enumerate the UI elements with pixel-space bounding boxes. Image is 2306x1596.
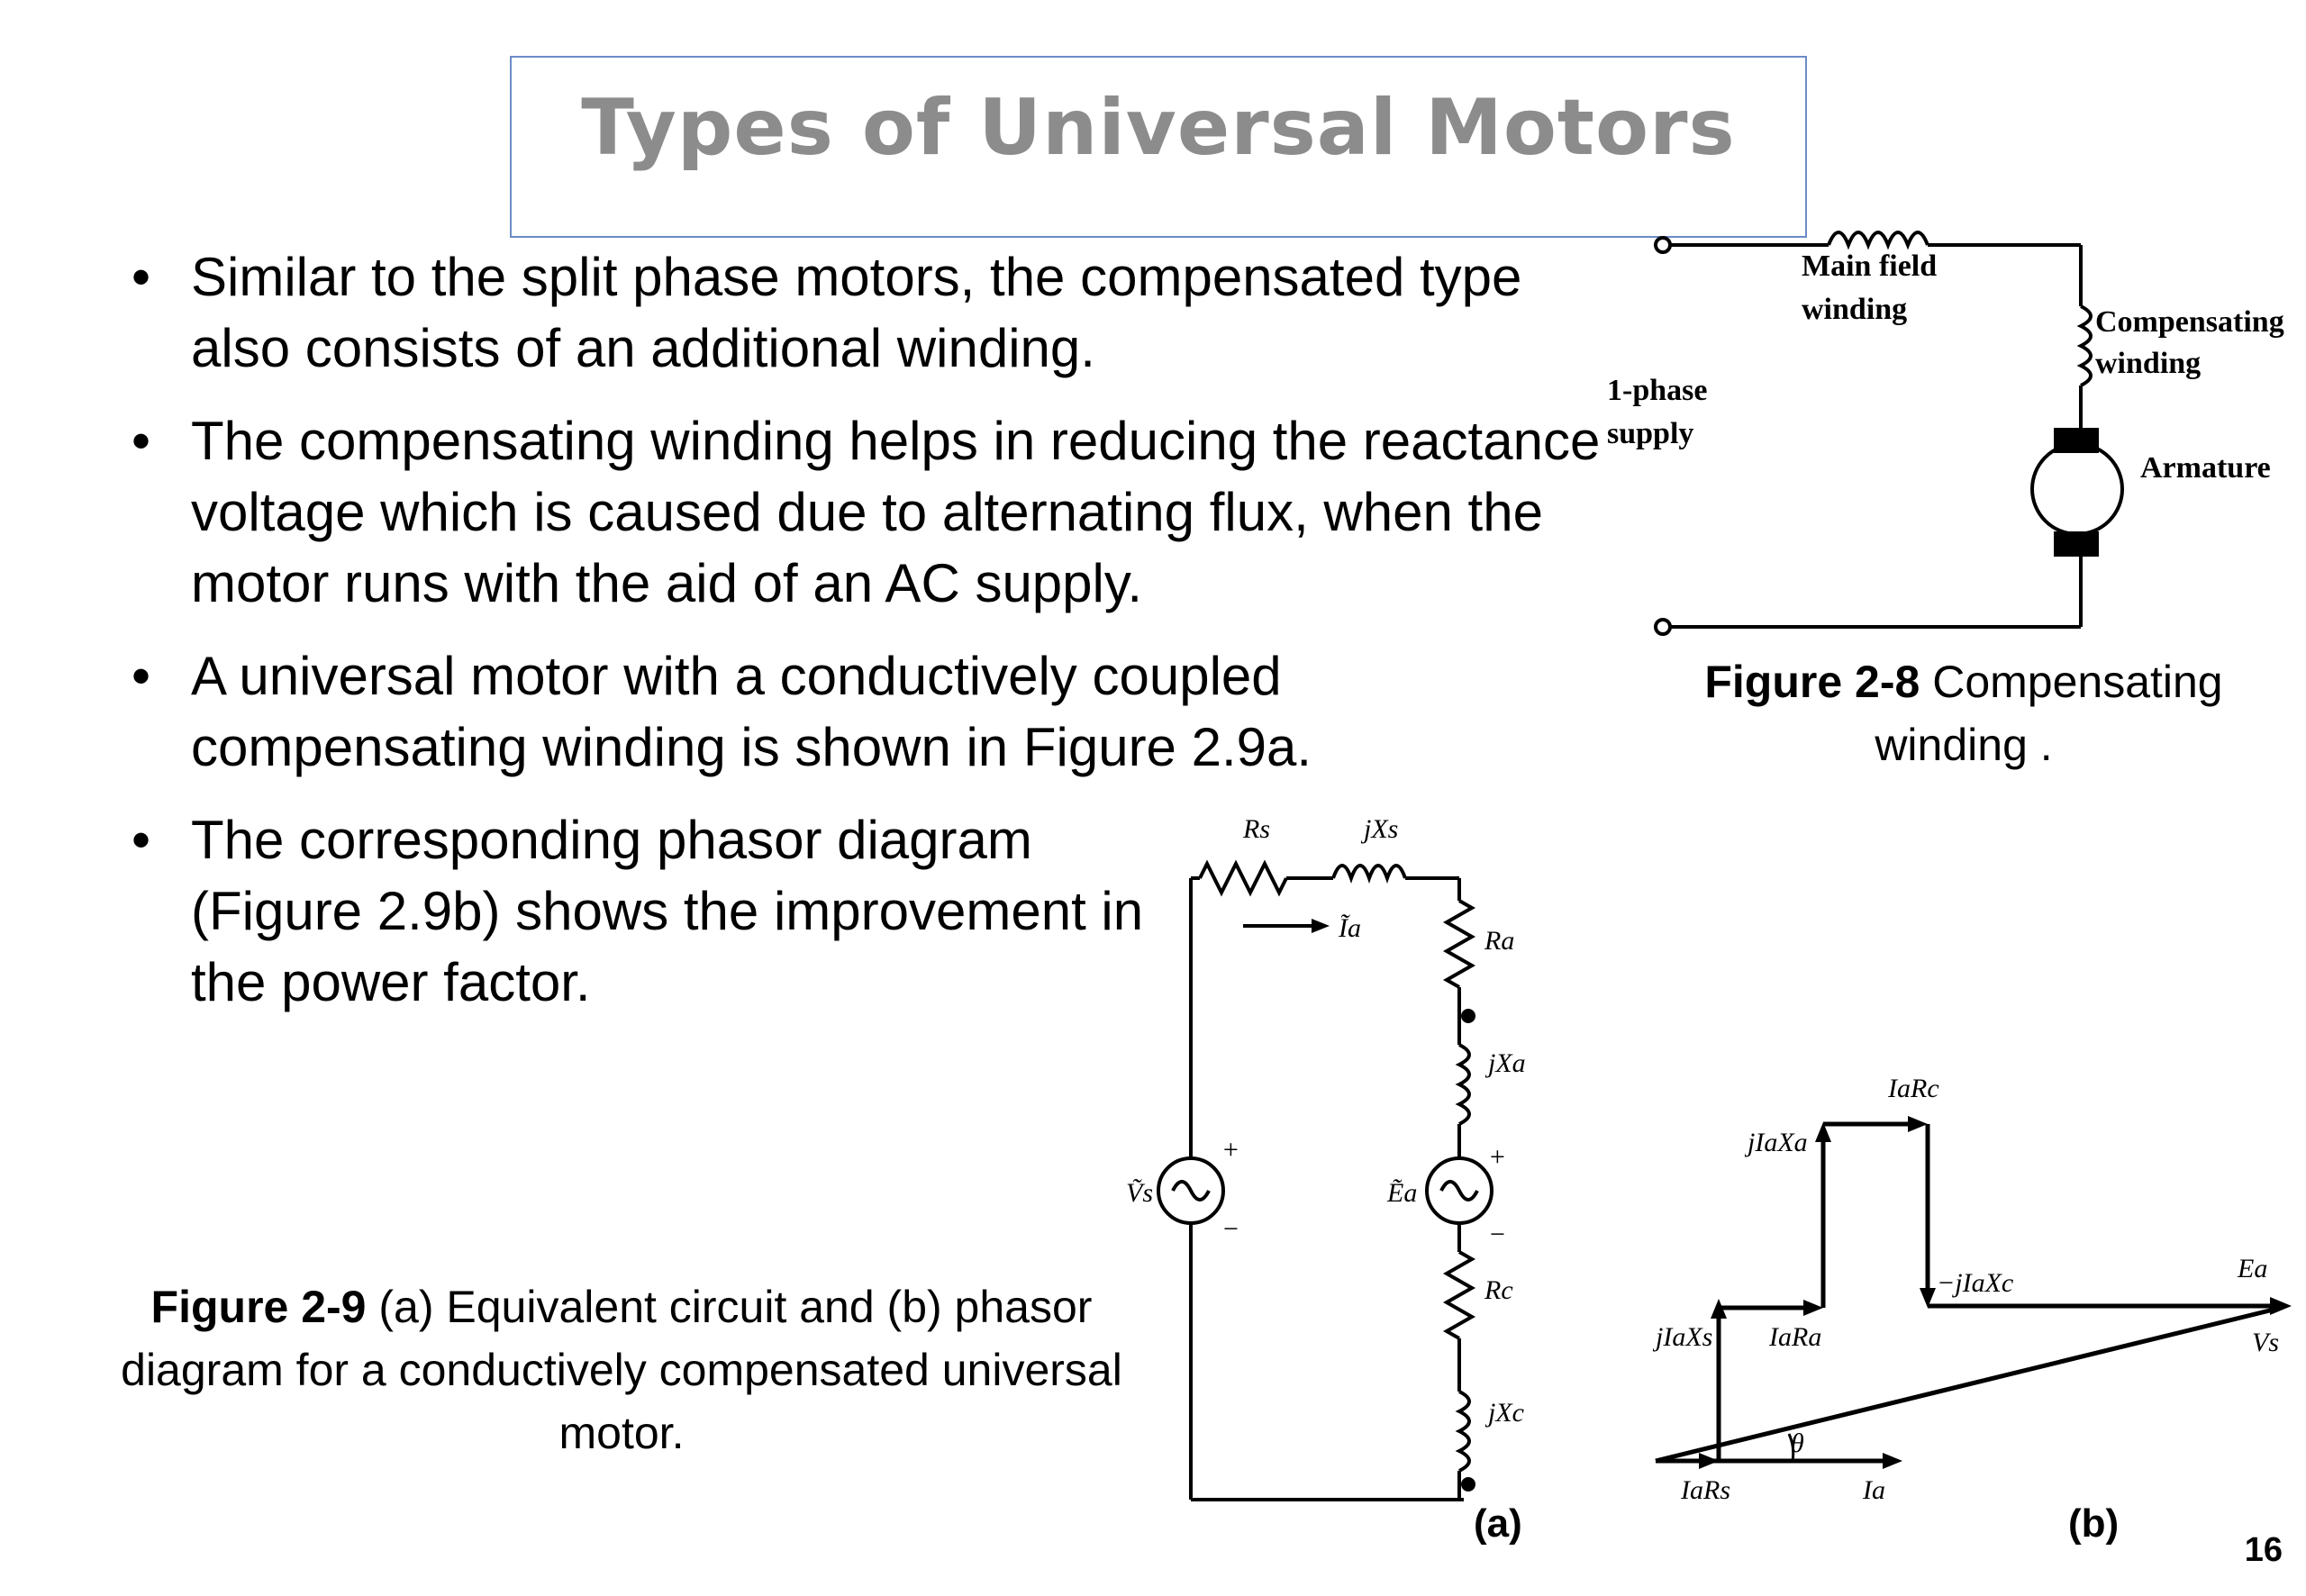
bullet-item: A universal motor with a conductively co…: [126, 640, 1542, 783]
panel-b-label: (b): [2068, 1501, 2119, 1546]
vs-phasor-label: Vs: [2252, 1328, 2279, 1357]
jxc-label: jXc: [1484, 1398, 1524, 1428]
main-field-label-2: winding: [1802, 293, 1907, 326]
bullet-item: The corresponding phasor diagram (Figure…: [126, 804, 1182, 1018]
theta-label: θ: [1791, 1428, 1804, 1458]
vs-plus-sign: +: [1221, 1135, 1239, 1165]
ea-source-label: Ẽa: [1386, 1178, 1417, 1208]
bullet-item: The compensating winding helps in reduci…: [126, 405, 1668, 619]
bullet-item: Similar to the split phase motors, the c…: [126, 241, 1542, 384]
ea-plus-sign: +: [1488, 1142, 1506, 1172]
vs-minus-sign: −: [1221, 1214, 1239, 1244]
page-number: 16: [2244, 1531, 2283, 1569]
jiaxa-label: jIaXa: [1744, 1128, 1808, 1157]
vs-source-label: Ṽs: [1126, 1178, 1153, 1208]
bullet-list: Similar to the split phase motors, the c…: [126, 241, 1603, 1039]
compensating-label-1: Compensating: [2095, 305, 2284, 339]
figure-2-9-label: Figure 2-9: [150, 1282, 367, 1332]
rc-label: Rc: [1484, 1275, 1513, 1305]
ea-minus-sign: −: [1488, 1220, 1506, 1249]
ea-phasor-label: Ea: [2237, 1254, 2267, 1283]
jiaxs-label: jIaXs: [1652, 1322, 1712, 1352]
compensating-label-2: winding: [2095, 347, 2201, 380]
neg-jiaxc-label: −jIaXc: [1937, 1268, 2013, 1298]
ia-phasor-label: Ia: [1862, 1475, 1885, 1505]
main-field-label-1: Main field: [1802, 249, 1937, 283]
iars-label: IaRs: [1680, 1475, 1730, 1505]
slide-title: Types of Universal Motors: [581, 83, 1736, 173]
figure-2-9-caption: Figure 2-9 (a) Equivalent circuit and (b…: [117, 1275, 1126, 1465]
armature-label: Armature: [2140, 451, 2271, 485]
iara-label: IaRa: [1768, 1322, 1821, 1352]
figure-2-8-text: Compensating winding .: [1875, 657, 2223, 770]
supply-label-1: 1-phase: [1607, 374, 1707, 407]
panel-a-label: (a): [1474, 1501, 1522, 1546]
jxa-label: jXa: [1484, 1048, 1526, 1078]
figure-2-9-text: (a) Equivalent circuit and (b) phasor di…: [121, 1282, 1122, 1458]
figure-2-8-label: Figure 2-8: [1704, 657, 1920, 707]
title-box: Types of Universal Motors: [510, 56, 1807, 238]
figure-2-8-caption: Figure 2-8 Compensating winding .: [1648, 650, 2279, 776]
iarc-label: IaRc: [1887, 1074, 1939, 1103]
